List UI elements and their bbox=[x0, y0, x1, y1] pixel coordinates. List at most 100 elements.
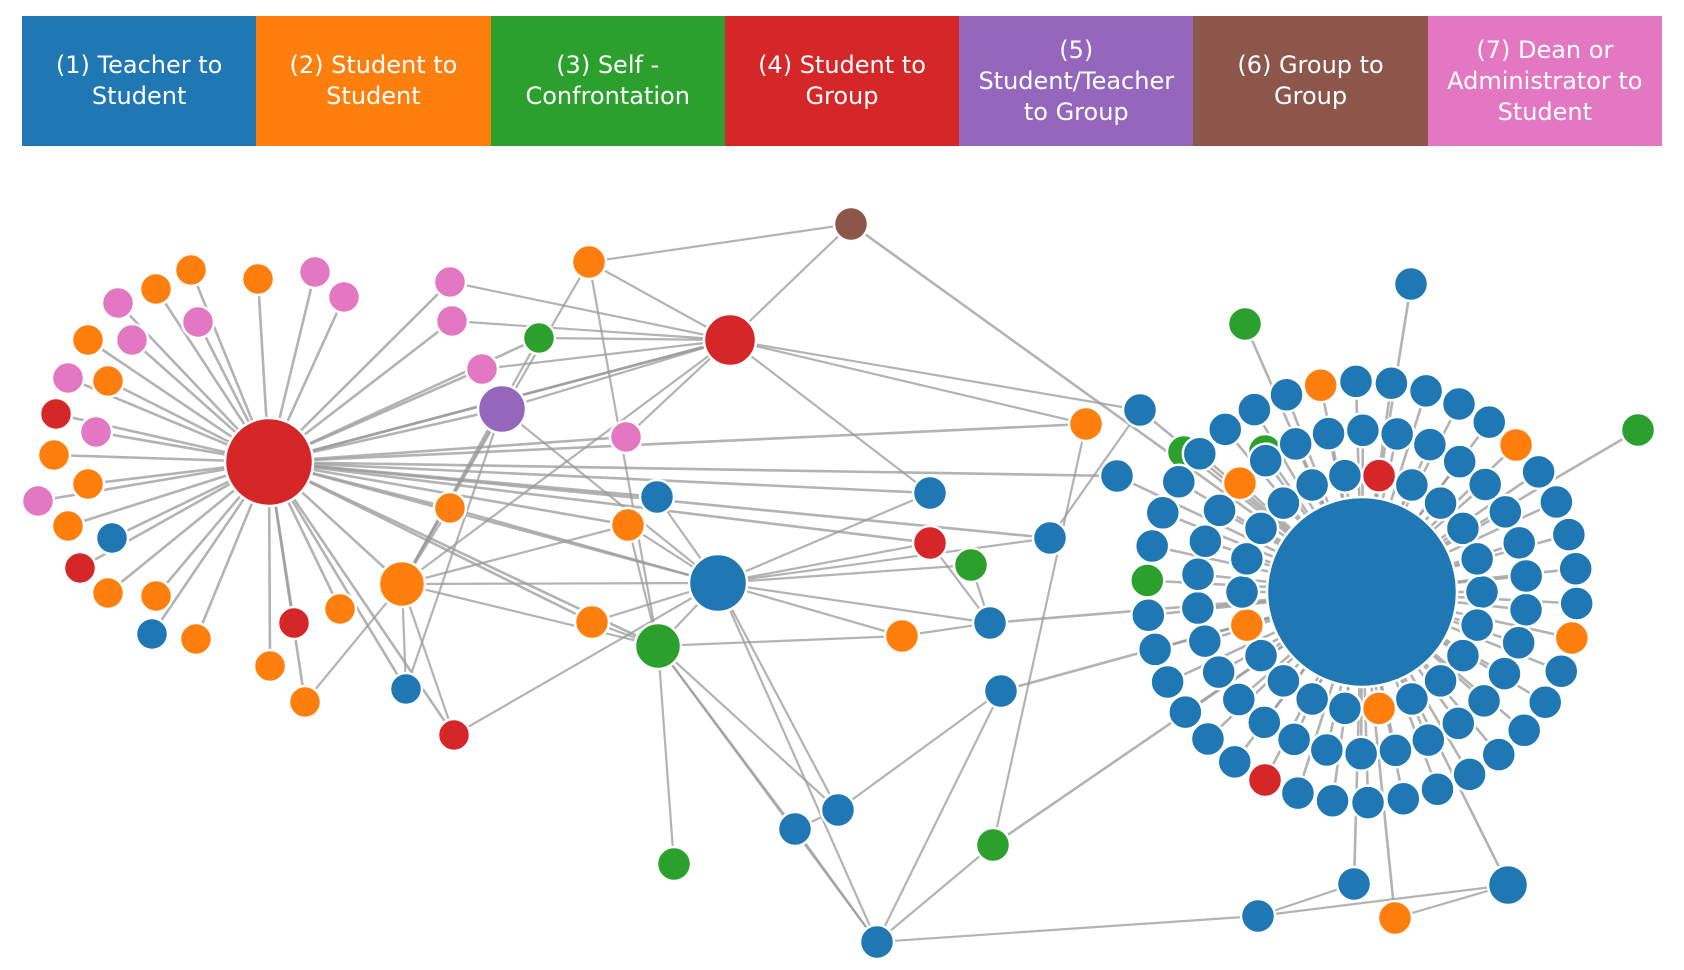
legend-item-teacher-to-student[interactable]: (1) Teacher to Student bbox=[22, 16, 257, 146]
node-teacher-to-student[interactable] bbox=[1201, 492, 1238, 529]
node-teacher-to-student[interactable] bbox=[1206, 411, 1244, 448]
node-teacher-to-student[interactable] bbox=[1486, 863, 1530, 907]
node-teacher-to-student[interactable] bbox=[1500, 524, 1538, 562]
node-teacher-to-student[interactable] bbox=[1228, 540, 1266, 578]
node-teacher-to-student[interactable] bbox=[911, 474, 949, 512]
node-teacher-to-student[interactable] bbox=[1216, 743, 1253, 781]
node-teacher-to-student[interactable] bbox=[1133, 527, 1171, 565]
node-teacher-to-student[interactable] bbox=[1410, 721, 1447, 759]
node-teacher-to-student[interactable] bbox=[776, 810, 814, 848]
node-student-to-student[interactable] bbox=[1221, 464, 1259, 502]
node-self-confrontation[interactable] bbox=[1226, 305, 1264, 343]
node-teacher-to-student[interactable] bbox=[971, 604, 1009, 642]
node-student-to-student[interactable] bbox=[70, 466, 106, 502]
node-teacher-to-student[interactable] bbox=[1265, 484, 1302, 522]
node-teacher-to-student[interactable] bbox=[1507, 591, 1545, 629]
node-student-to-student[interactable] bbox=[1302, 366, 1339, 404]
legend-item-student-to-student[interactable]: (2) Student to Student bbox=[256, 16, 491, 146]
node-teacher-to-student[interactable] bbox=[1538, 483, 1575, 521]
node-student-to-student[interactable] bbox=[377, 559, 427, 609]
node-teacher-to-student[interactable] bbox=[1335, 865, 1373, 903]
node-teacher-to-student[interactable] bbox=[1265, 495, 1459, 689]
node-teacher-to-student[interactable] bbox=[1393, 680, 1431, 718]
node-student-to-group[interactable] bbox=[276, 605, 312, 641]
node-teacher-to-student[interactable] bbox=[1031, 519, 1069, 557]
node-teacher-to-student[interactable] bbox=[819, 791, 857, 829]
node-teacher-to-student[interactable] bbox=[1458, 540, 1496, 578]
legend-item-self-confrontation[interactable]: (3) Self - Confrontation bbox=[490, 16, 725, 146]
node-student-to-student[interactable] bbox=[1360, 690, 1398, 727]
node-teacher-to-student[interactable] bbox=[858, 923, 896, 961]
node-teacher-to-student[interactable] bbox=[1465, 682, 1503, 720]
node-dean-or-administrator-to-student[interactable] bbox=[297, 254, 333, 290]
node-teacher-to-student[interactable] bbox=[1236, 391, 1273, 428]
node-student-to-student[interactable] bbox=[322, 591, 358, 627]
node-teacher-to-student[interactable] bbox=[1247, 442, 1284, 479]
node-teacher-to-student[interactable] bbox=[1265, 662, 1302, 700]
node-teacher-to-student[interactable] bbox=[1293, 466, 1331, 504]
node-student-teacher-to-group[interactable] bbox=[476, 383, 528, 435]
node-self-confrontation[interactable] bbox=[633, 621, 683, 671]
node-teacher-to-student[interactable] bbox=[1314, 782, 1351, 819]
node-teacher-to-student[interactable] bbox=[1411, 426, 1449, 463]
node-teacher-to-student[interactable] bbox=[1507, 557, 1545, 595]
node-student-to-student[interactable] bbox=[90, 575, 126, 611]
node-teacher-to-student[interactable] bbox=[94, 520, 130, 556]
node-teacher-to-student[interactable] bbox=[638, 478, 676, 516]
node-student-to-group[interactable] bbox=[436, 717, 472, 753]
node-teacher-to-student[interactable] bbox=[982, 672, 1020, 710]
node-teacher-to-student[interactable] bbox=[1422, 484, 1459, 522]
node-teacher-to-student[interactable] bbox=[1310, 415, 1347, 452]
node-student-to-student[interactable] bbox=[90, 363, 126, 399]
node-teacher-to-student[interactable] bbox=[1189, 720, 1227, 758]
node-dean-or-administrator-to-student[interactable] bbox=[78, 414, 114, 450]
node-teacher-to-student[interactable] bbox=[1179, 589, 1217, 627]
node-teacher-to-student[interactable] bbox=[1373, 365, 1410, 402]
node-teacher-to-student[interactable] bbox=[1486, 655, 1523, 692]
node-teacher-to-student[interactable] bbox=[1136, 631, 1174, 668]
node-teacher-to-student[interactable] bbox=[1451, 756, 1488, 793]
node-teacher-to-student[interactable] bbox=[1487, 493, 1524, 531]
node-teacher-to-student[interactable] bbox=[1463, 573, 1501, 611]
node-group-to-group[interactable] bbox=[832, 205, 870, 243]
node-teacher-to-student[interactable] bbox=[1349, 784, 1387, 821]
node-teacher-to-student[interactable] bbox=[1542, 652, 1580, 690]
node-dean-or-administrator-to-student[interactable] bbox=[608, 419, 644, 455]
node-teacher-to-student[interactable] bbox=[1471, 403, 1508, 441]
node-teacher-to-student[interactable] bbox=[1505, 712, 1543, 749]
legend-item-student-teacher-to-group[interactable]: (5) Student/Teacher to Group bbox=[959, 16, 1194, 146]
node-student-to-student[interactable] bbox=[1553, 619, 1591, 657]
node-teacher-to-student[interactable] bbox=[1200, 653, 1237, 691]
node-teacher-to-student[interactable] bbox=[1444, 637, 1482, 674]
node-teacher-to-student[interactable] bbox=[1242, 510, 1280, 547]
node-teacher-to-student[interactable] bbox=[1277, 425, 1314, 463]
node-teacher-to-student[interactable] bbox=[1326, 690, 1364, 727]
node-dean-or-administrator-to-student[interactable] bbox=[20, 483, 56, 519]
node-teacher-to-student[interactable] bbox=[1179, 555, 1217, 593]
node-student-to-group[interactable] bbox=[911, 524, 949, 562]
node-teacher-to-student[interactable] bbox=[1377, 732, 1414, 769]
node-teacher-to-student[interactable] bbox=[1239, 897, 1277, 935]
node-teacher-to-student[interactable] bbox=[1441, 443, 1478, 480]
node-teacher-to-student[interactable] bbox=[1326, 457, 1364, 494]
node-student-to-group[interactable] bbox=[702, 312, 758, 368]
node-teacher-to-student[interactable] bbox=[1246, 704, 1283, 741]
node-teacher-to-student[interactable] bbox=[388, 671, 424, 707]
node-dean-or-administrator-to-student[interactable] bbox=[434, 303, 470, 339]
node-student-to-student[interactable] bbox=[1497, 426, 1535, 464]
node-teacher-to-student[interactable] bbox=[1557, 550, 1594, 587]
node-teacher-to-student[interactable] bbox=[1385, 780, 1422, 818]
node-student-to-student[interactable] bbox=[138, 578, 174, 614]
node-teacher-to-student[interactable] bbox=[1337, 363, 1375, 400]
node-student-to-student[interactable] bbox=[432, 490, 468, 526]
node-dean-or-administrator-to-student[interactable] bbox=[114, 322, 150, 358]
node-student-to-student[interactable] bbox=[883, 617, 921, 655]
node-student-to-group[interactable] bbox=[223, 416, 315, 508]
node-teacher-to-student[interactable] bbox=[1526, 684, 1564, 721]
node-teacher-to-student[interactable] bbox=[1181, 435, 1219, 472]
node-teacher-to-student[interactable] bbox=[1223, 573, 1261, 611]
node-teacher-to-student[interactable] bbox=[1167, 693, 1204, 731]
node-student-to-student[interactable] bbox=[50, 508, 86, 544]
node-student-to-student[interactable] bbox=[570, 243, 608, 281]
node-self-confrontation[interactable] bbox=[974, 826, 1012, 864]
